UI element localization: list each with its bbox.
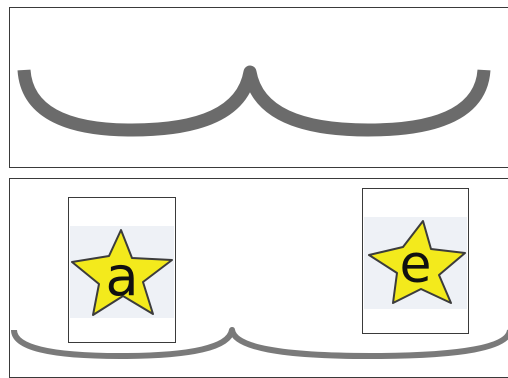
letter-card-a[interactable]: a [68, 197, 176, 343]
card-letter: a [69, 250, 175, 304]
card-letter: e [363, 239, 468, 291]
letter-card-e[interactable]: e [362, 188, 469, 334]
top-panel [9, 7, 508, 168]
